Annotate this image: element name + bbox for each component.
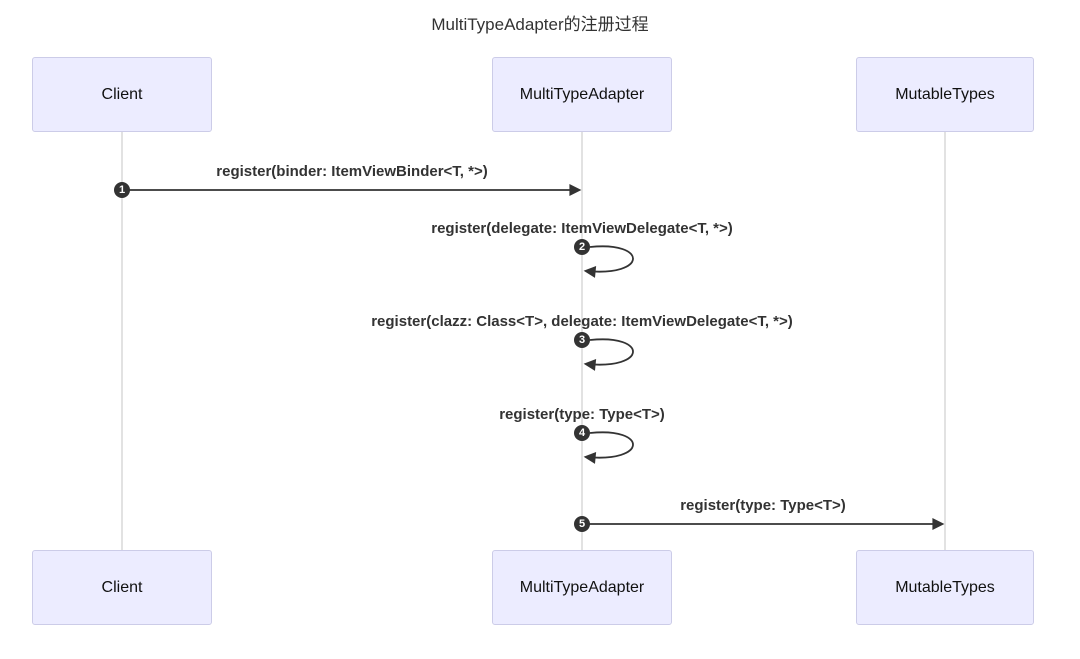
actor-label: MutableTypes	[895, 85, 995, 103]
actor-top-client: Client	[32, 57, 212, 132]
actor-bottom-client: Client	[32, 550, 212, 625]
message-label-2: register(delegate: ItemViewDelegate<T, *…	[431, 220, 733, 237]
actor-bottom-multitypeadapter: MultiTypeAdapter	[492, 550, 672, 625]
self-loop-arrow-2	[583, 245, 634, 278]
actor-label: Client	[101, 85, 143, 103]
actor-top-multitypeadapter: MultiTypeAdapter	[492, 57, 672, 132]
self-loop-arrow-4	[583, 431, 634, 464]
message-label-3: register(clazz: Class<T>, delegate: Item…	[371, 313, 793, 330]
sequence-number-1: 1	[114, 182, 130, 198]
sequence-number-5: 5	[574, 516, 590, 532]
actor-bottom-mutabletypes: MutableTypes	[856, 550, 1034, 625]
self-loop-arrow-3	[583, 338, 634, 371]
sequence-number-4: 4	[574, 425, 590, 441]
sequence-number-2: 2	[574, 239, 590, 255]
actor-top-mutabletypes: MutableTypes	[856, 57, 1034, 132]
message-label-1: register(binder: ItemViewBinder<T, *>)	[216, 163, 488, 180]
message-label-5: register(type: Type<T>)	[680, 497, 846, 514]
actor-label: Client	[101, 578, 143, 596]
actor-label: MultiTypeAdapter	[519, 578, 645, 596]
diagram-title: MultiTypeAdapter的注册过程	[431, 15, 649, 34]
actor-label: MultiTypeAdapter	[519, 85, 645, 103]
message-label-4: register(type: Type<T>)	[499, 406, 665, 423]
sequence-number-3: 3	[574, 332, 590, 348]
actor-label: MutableTypes	[895, 578, 995, 596]
